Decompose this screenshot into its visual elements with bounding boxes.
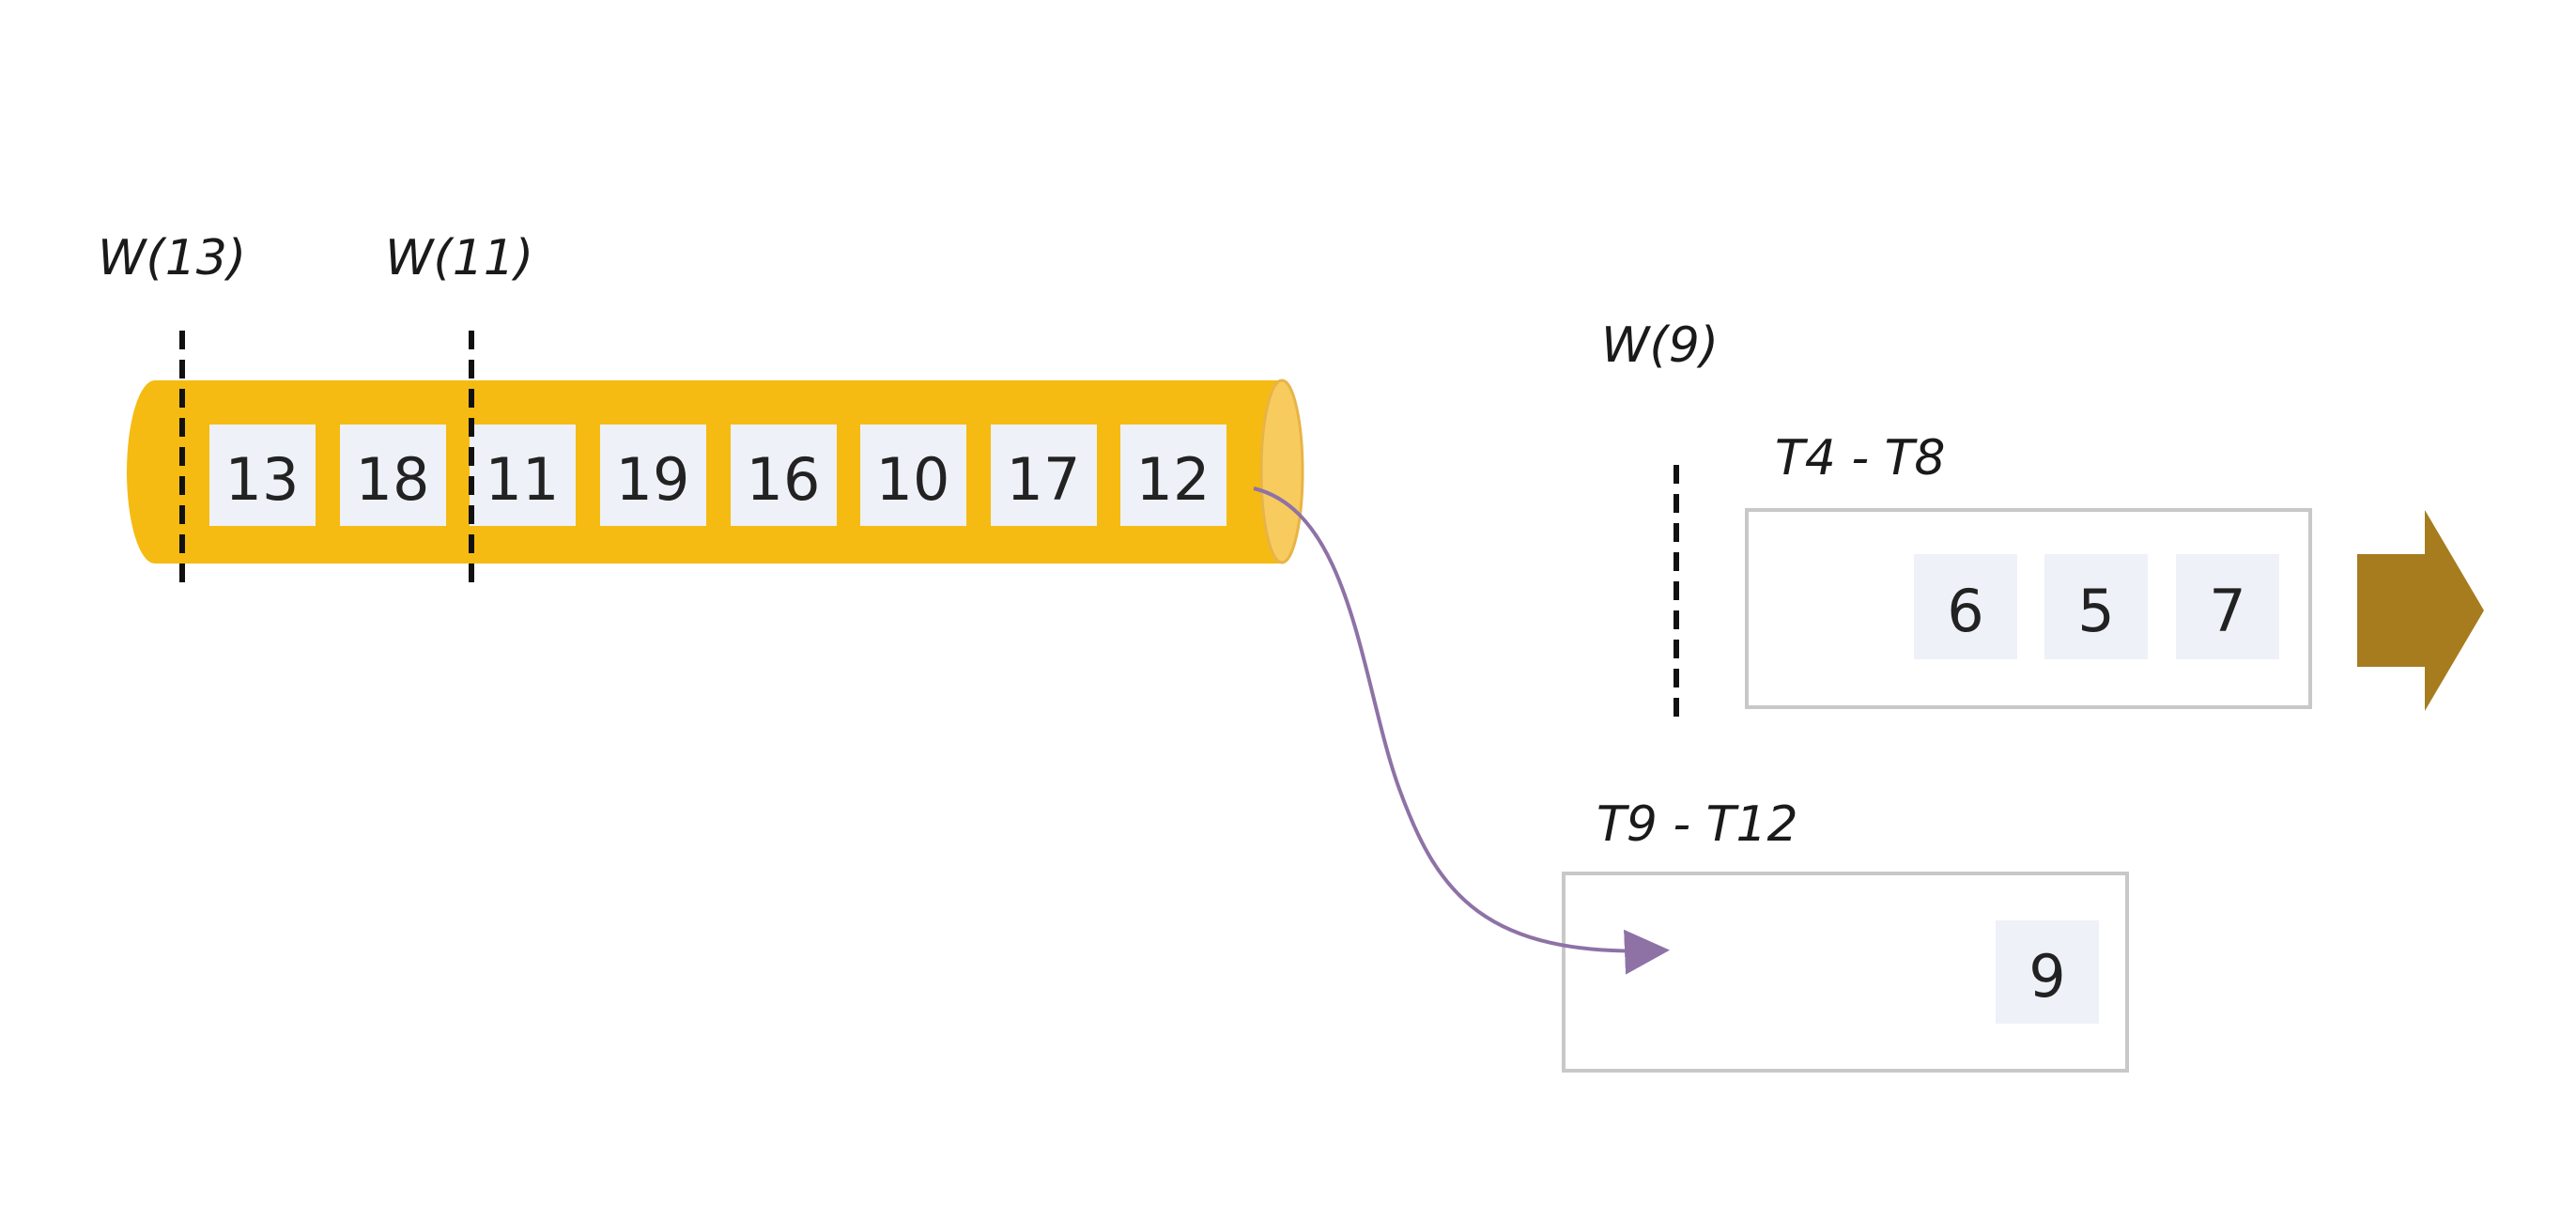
stream-item-value: 18 xyxy=(356,445,430,514)
stream-item-value: 16 xyxy=(747,445,821,514)
window-watermark-label: W(9) xyxy=(1601,317,1719,374)
window-item-value: 7 xyxy=(2209,577,2245,645)
window-label: T9 - T12 xyxy=(1597,796,1798,853)
stream-item: 17 xyxy=(991,425,1097,526)
stream-item: 12 xyxy=(1120,425,1226,526)
window-item: 7 xyxy=(2176,554,2279,659)
output-arrow-icon xyxy=(2357,510,2484,711)
stream-pipe-end xyxy=(1259,378,1304,564)
connector-arrow xyxy=(1253,486,1670,975)
stream-item-value: 13 xyxy=(225,445,300,514)
window-item-value: 5 xyxy=(2077,577,2114,645)
stream-item: 19 xyxy=(600,425,706,526)
stream-item-value: 11 xyxy=(486,445,560,514)
watermark-label: W(13) xyxy=(98,230,246,286)
window-box: T4 - T8 6 5 7 xyxy=(1745,430,2312,709)
stream-item: 11 xyxy=(470,425,576,526)
stream-item-value: 10 xyxy=(876,445,950,514)
stream-item: 13 xyxy=(209,425,316,526)
window-label: T4 - T8 xyxy=(1775,430,1946,486)
window-item: 6 xyxy=(1914,554,2017,659)
watermark-label: W(11) xyxy=(385,230,533,286)
stream-item: 10 xyxy=(860,425,966,526)
window-item: 5 xyxy=(2044,554,2148,659)
stream-item: 16 xyxy=(731,425,837,526)
window-item-value: 6 xyxy=(1947,577,1983,645)
stream-item-value: 17 xyxy=(1007,445,1081,514)
window-item: 9 xyxy=(1996,920,2099,1024)
window-box: T9 - T12 9 xyxy=(1562,796,2129,1073)
stream-item-value: 12 xyxy=(1136,445,1211,514)
stream-item-value: 19 xyxy=(616,445,690,514)
window-item-value: 9 xyxy=(2028,942,2065,1011)
stream-items: 13 18 11 19 16 10 17 12 xyxy=(209,425,1226,526)
stream-item: 18 xyxy=(340,425,446,526)
